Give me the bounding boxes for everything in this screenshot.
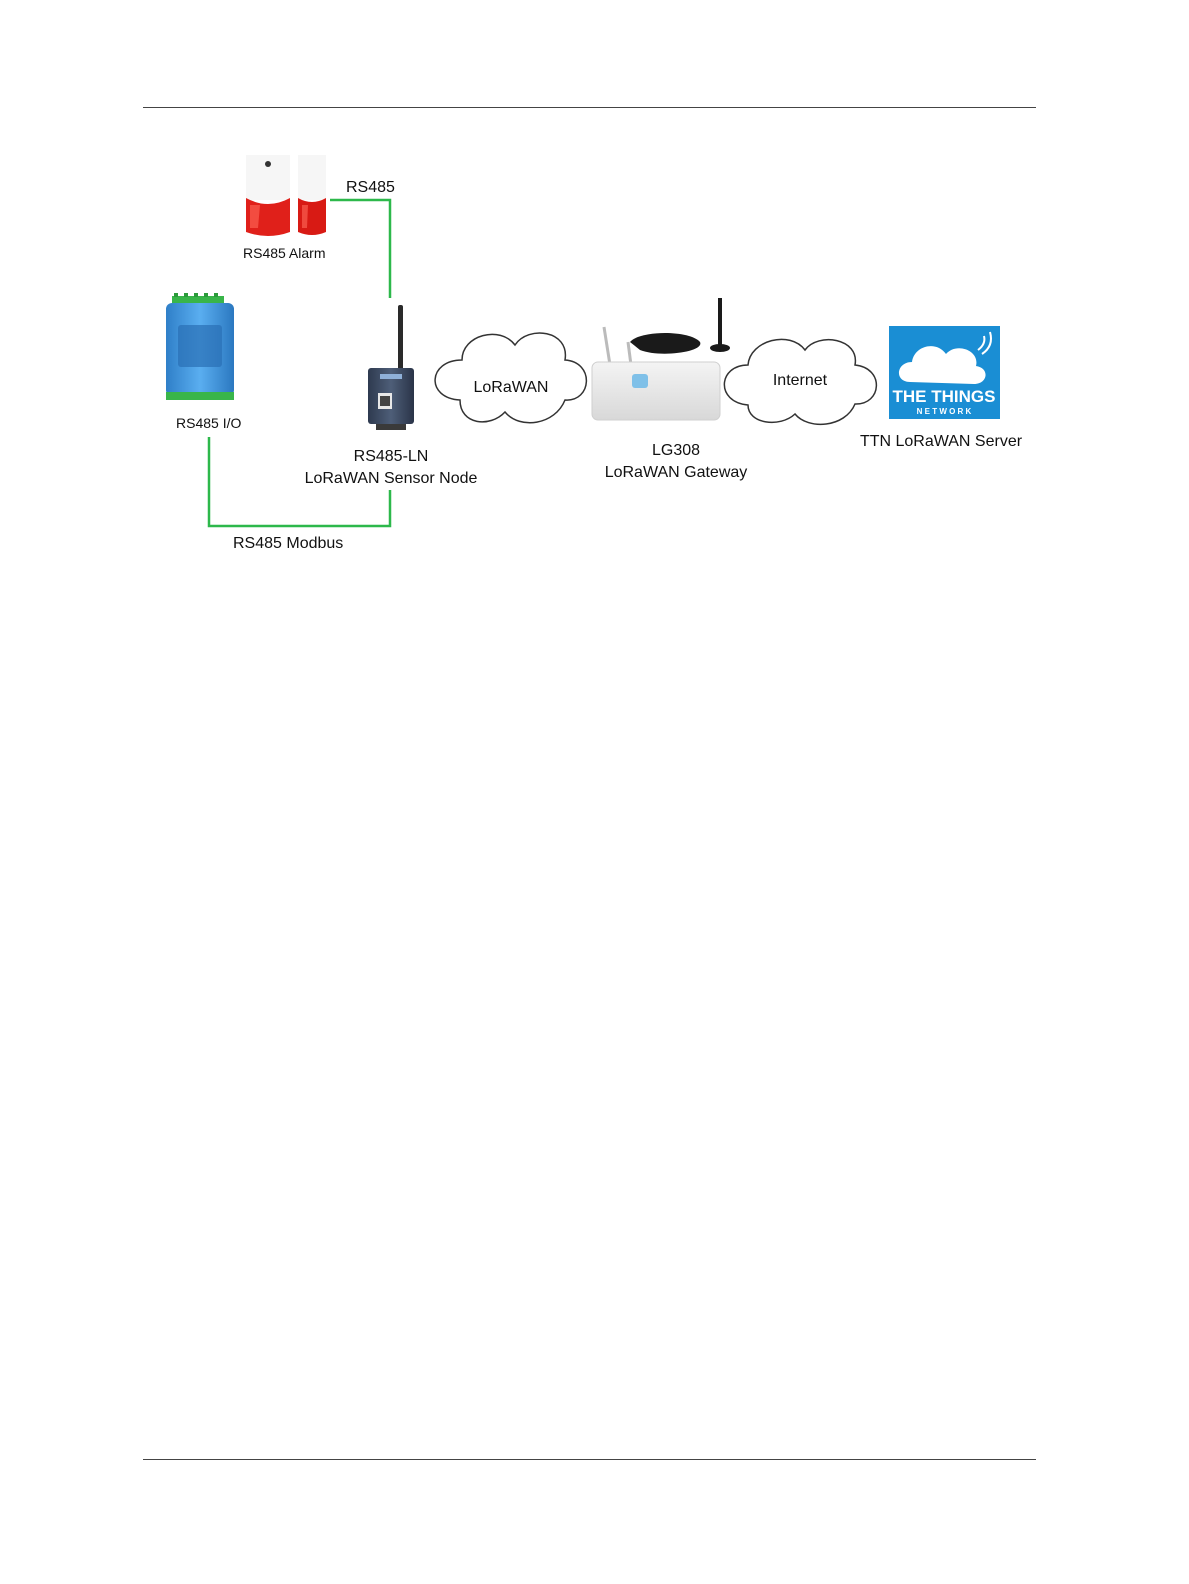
network-diagram: THE THINGS N E T W O R K RS485 RS485 Ala… — [0, 0, 1189, 600]
lorawan-cloud-label: LoRaWAN — [474, 379, 549, 396]
gateway-label-line2: LoRaWAN Gateway — [605, 464, 748, 481]
ttn-logo: THE THINGS N E T W O R K — [889, 326, 1000, 419]
sensor-node-label-line1: RS485-LN — [354, 448, 429, 465]
internet-cloud-label: Internet — [773, 372, 828, 389]
sensor-node-label-line2: LoRaWAN Sensor Node — [305, 470, 478, 487]
gateway-image — [592, 298, 730, 420]
footer-rule — [143, 1459, 1036, 1460]
lorawan-cloud — [435, 333, 586, 423]
ttn-server-label: TTN LoRaWAN Server — [860, 433, 1023, 450]
rs485-io-label: RS485 I/O — [176, 415, 241, 431]
ttn-logo-line1: THE THINGS — [893, 387, 996, 406]
gateway-label-line1: LG308 — [652, 442, 700, 459]
rs485-io-image — [166, 293, 234, 400]
ttn-logo-line2: N E T W O R K — [917, 407, 972, 416]
sensor-node-image — [368, 305, 414, 430]
rs485-alarm-image — [246, 155, 326, 236]
rs485-alarm-label: RS485 Alarm — [243, 245, 325, 261]
modbus-link-label: RS485 Modbus — [233, 535, 343, 552]
rs485-link-label: RS485 — [346, 179, 395, 196]
rs485-link-line — [330, 200, 390, 298]
